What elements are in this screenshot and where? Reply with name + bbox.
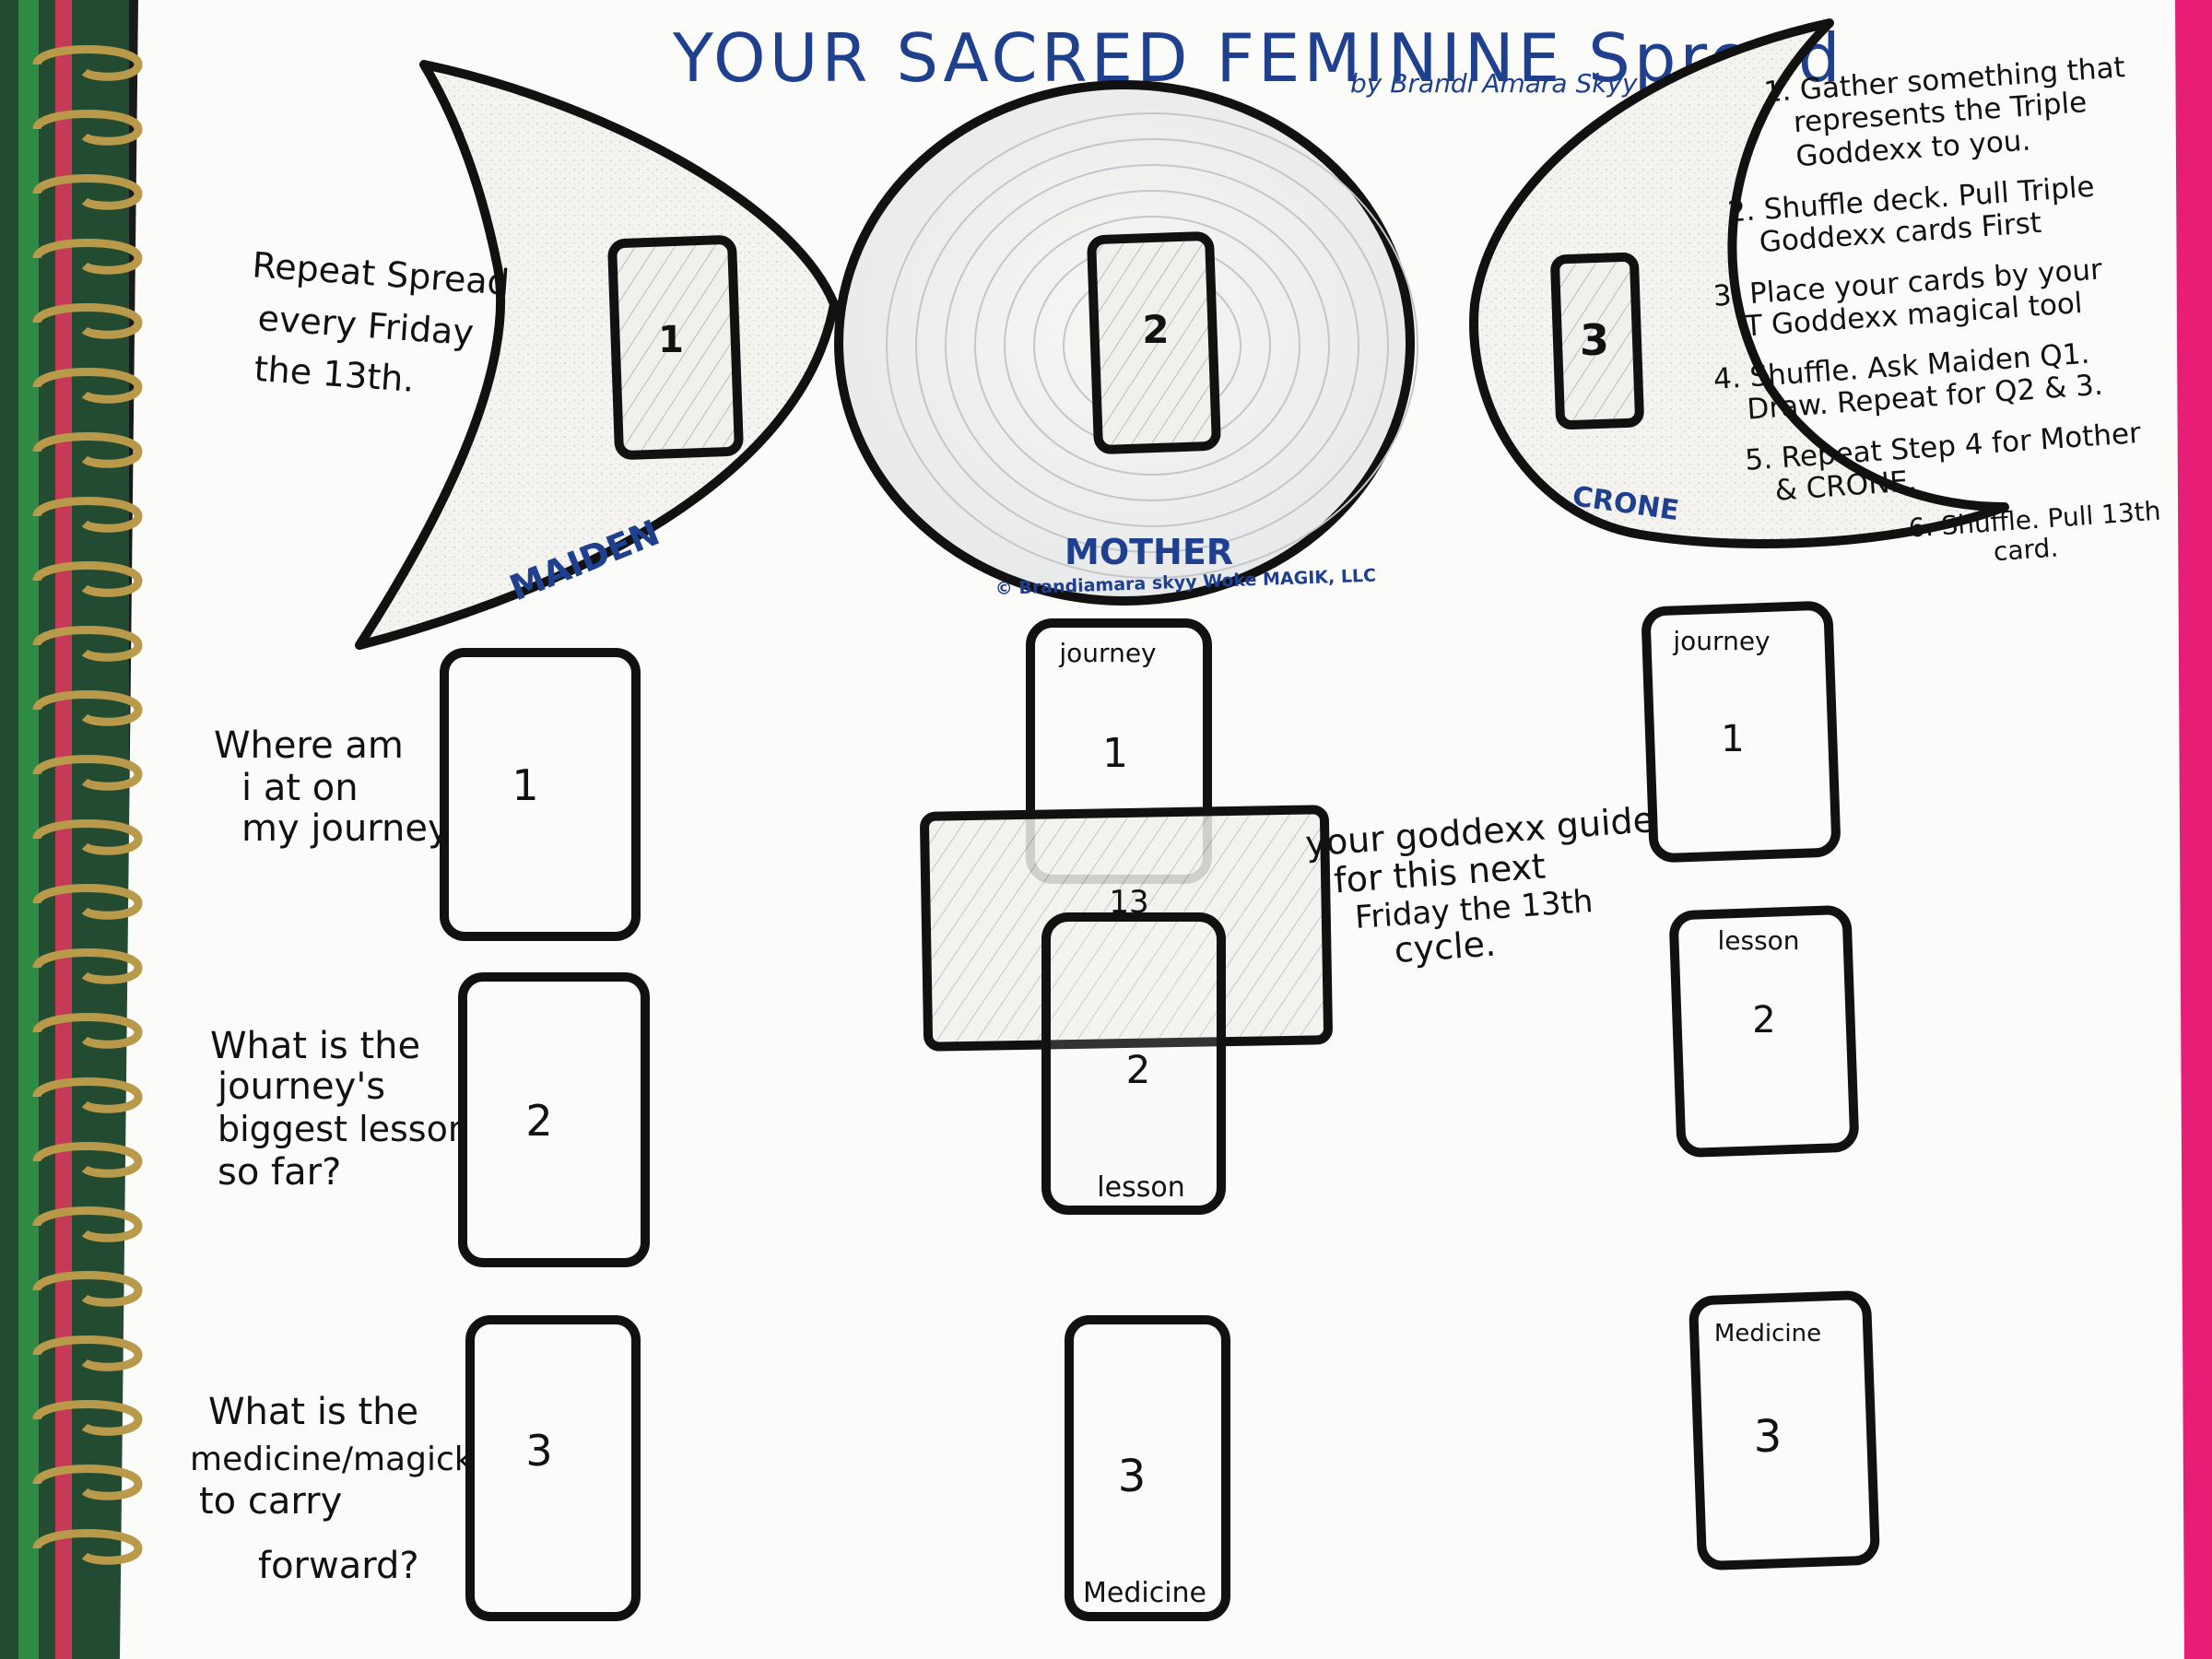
spread-title: YOUR SACRED FEMININE Spread [672, 19, 1844, 97]
mother-card-3-number: 3 [1118, 1451, 1147, 1502]
mother-card-1-number: 1 [1102, 730, 1128, 777]
mother-card-3 [1065, 1315, 1230, 1621]
spiral-coil [32, 45, 143, 81]
maiden-card-2 [458, 972, 650, 1267]
spiral-coil [32, 1271, 143, 1307]
spiral-coil [32, 1465, 143, 1500]
mother-goddess-card-number: 2 [1142, 307, 1169, 352]
spread-byline: by Brandi Amara Skyy [1350, 68, 1638, 99]
svg-text:forward?: forward? [258, 1545, 419, 1587]
spiral-coil [32, 497, 143, 533]
spiral-coil [32, 1529, 143, 1565]
mother-card-2 [1041, 912, 1226, 1215]
svg-text:i at on: i at on [241, 767, 359, 809]
spiral-coil [32, 561, 143, 597]
svg-text:my journey?: my journey? [241, 807, 469, 850]
svg-text:cycle.: cycle. [1393, 924, 1497, 971]
mother-moon-ring [1004, 216, 1300, 476]
mother-moon-ring [945, 164, 1359, 527]
spiral-coil [32, 1077, 143, 1113]
svg-text:journey's: journey's [217, 1065, 385, 1108]
spiral-coil [32, 239, 143, 275]
maiden-question-3: What is the medicine/magick to carry for… [190, 1391, 474, 1587]
svg-text:What is the: What is the [210, 1025, 420, 1067]
mother-moon-ring [886, 112, 1418, 579]
svg-text:so far?: so far? [218, 1151, 341, 1194]
spiral-coil [32, 1400, 143, 1436]
svg-text:to carry: to carry [199, 1480, 342, 1523]
mother-moon-ring [974, 190, 1330, 501]
spiral-binding [32, 45, 143, 1565]
center-13th-card [920, 805, 1333, 1052]
mother-moon-ring [915, 138, 1389, 553]
spiral-coil [32, 368, 143, 404]
spiral-coil [32, 755, 143, 791]
crone-card-2-number: 2 [1752, 999, 1775, 1041]
spiral-coil [32, 690, 143, 726]
spiral-coil [32, 174, 143, 210]
spiral-coil [32, 1142, 143, 1178]
mother-card-1-label: journey [1058, 638, 1156, 668]
spiral-coil [32, 626, 143, 662]
spiral-coil [32, 948, 143, 984]
spiral-coil [32, 819, 143, 855]
spiral-coil [32, 1206, 143, 1242]
crone-card-1 [1641, 601, 1841, 863]
spiral-coil [32, 1013, 143, 1049]
left-fabric-stripe-2 [55, 0, 72, 1659]
left-fabric-stripe [18, 0, 39, 1659]
maiden-card-3 [465, 1315, 641, 1621]
crone-card-3-label: Medicine [1714, 1320, 1821, 1347]
spiral-coil [32, 303, 143, 339]
svg-text:medicine/magick: medicine/magick [190, 1441, 474, 1478]
svg-text:What is the: What is the [208, 1391, 418, 1433]
spiral-coil [32, 432, 143, 468]
crone-card-3-number: 3 [1754, 1411, 1783, 1463]
crone-card-1-number: 1 [1721, 718, 1744, 760]
mother-card-2-label: lesson [1097, 1171, 1184, 1204]
maiden-crescent [355, 60, 839, 650]
maiden-card-2-number: 2 [525, 1096, 552, 1146]
svg-text:biggest lesson: biggest lesson [218, 1109, 470, 1149]
crone-card-2-label: lesson [1717, 925, 1799, 956]
crone-card-1-label: journey [1672, 626, 1770, 656]
maiden-goddess-card-number: 1 [658, 319, 684, 361]
crone-goddess-card [1550, 252, 1644, 430]
svg-text:Where am: Where am [214, 724, 404, 767]
maiden-card-1 [440, 648, 641, 941]
crone-card-2 [1669, 905, 1859, 1158]
mother-label: MOTHER [1065, 532, 1233, 572]
spiral-coil [32, 110, 143, 146]
mother-card-3-label: Medicine [1083, 1577, 1206, 1609]
spiral-coil [32, 1335, 143, 1371]
mother-goddess-card [1087, 231, 1221, 454]
crone-card-3 [1688, 1290, 1880, 1571]
maiden-card-3-number: 3 [525, 1426, 552, 1476]
spiral-coil [32, 884, 143, 920]
maiden-question-2: What is the journey's biggest lesson so … [210, 1025, 470, 1194]
crone-goddess-card-number: 3 [1580, 315, 1609, 365]
maiden-card-1-number: 1 [512, 760, 538, 810]
mother-card-2-number: 2 [1126, 1047, 1151, 1092]
maiden-goddess-card [607, 235, 744, 460]
maiden-question-1: Where am i at on my journey? [214, 724, 469, 850]
